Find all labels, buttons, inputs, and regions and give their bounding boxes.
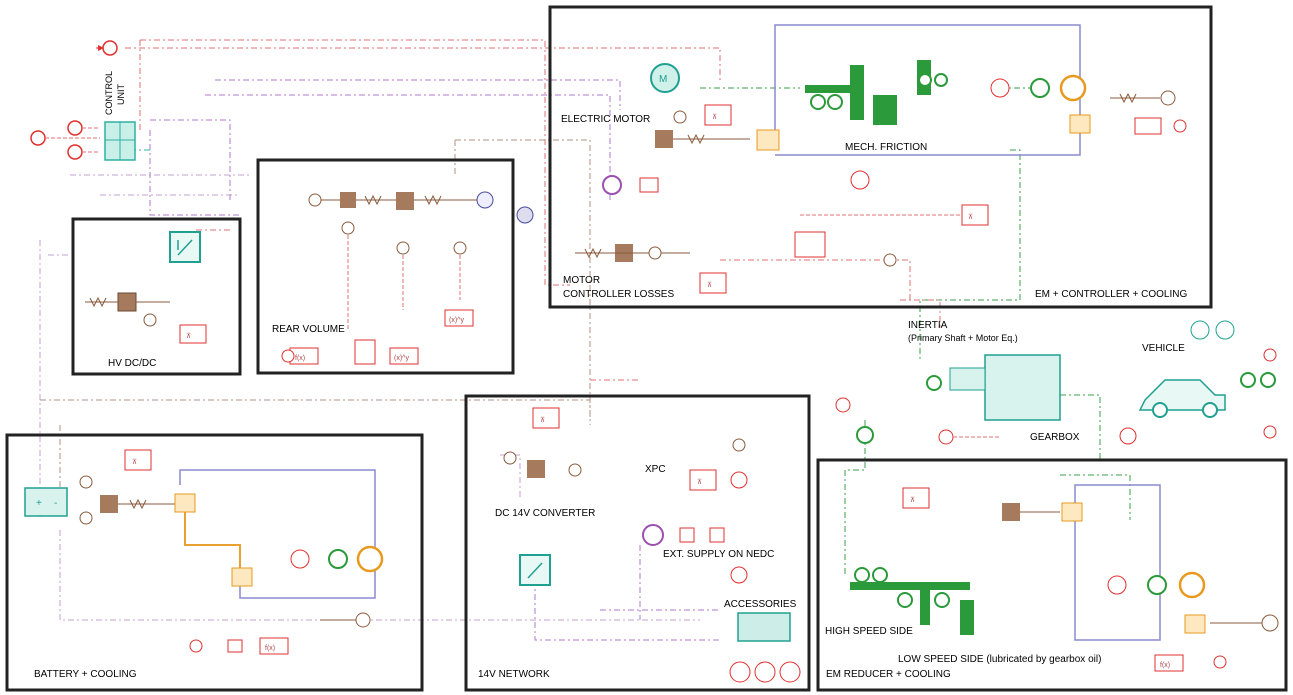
connection-lines <box>40 40 1220 640</box>
box-14v-network <box>466 396 809 690</box>
label-accessories: ACCESSORIES <box>724 599 797 610</box>
label-mech-friction: MECH. FRICTION <box>845 142 927 153</box>
label-low-speed-side: LOW SPEED SIDE (lubricated by gearbox oi… <box>898 654 1101 665</box>
label-dc-14v-converter: DC 14V CONVERTER <box>495 508 595 519</box>
svg-text:⊼: ⊼ <box>697 478 702 486</box>
label-motor-controller-1: MOTOR <box>563 275 600 286</box>
pump-icon <box>477 192 493 208</box>
svg-text:⊼: ⊼ <box>186 332 191 340</box>
label-14v-network: 14V NETWORK <box>478 669 550 680</box>
gearbox-icon <box>985 355 1060 420</box>
gain-icon <box>962 205 988 225</box>
label-ext-supply: EXT. SUPPLY ON NEDC <box>663 549 774 560</box>
svg-text:⊼: ⊼ <box>910 496 915 504</box>
svg-text:+: + <box>36 498 42 509</box>
label-control-unit-1: CONTROL <box>104 71 114 115</box>
heat-exchanger-icon <box>100 495 118 513</box>
svg-text:-: - <box>54 498 57 509</box>
gain-icon <box>705 105 731 125</box>
label-em-reducer-cooling: EM REDUCER + COOLING <box>826 669 951 680</box>
svg-text:f(x): f(x) <box>265 645 275 652</box>
label-xpc: XPC <box>645 464 666 475</box>
label-em-controller-cooling: EM + CONTROLLER + COOLING <box>1035 289 1187 300</box>
label-electric-motor: ELECTRIC MOTOR <box>561 114 650 125</box>
box-em-controller-cooling <box>550 7 1211 307</box>
svg-text:M: M <box>659 74 667 85</box>
em-controller-components: M ⊼ ⊼ ⊼ <box>575 60 1186 293</box>
source-icon <box>31 131 45 145</box>
svg-text:⊼: ⊼ <box>540 416 545 424</box>
svg-text:f(x): f(x) <box>295 355 305 362</box>
label-high-speed-side: HIGH SPEED SIDE <box>825 626 913 637</box>
svg-text:⊼: ⊼ <box>132 458 137 466</box>
label-motor-controller-2: CONTROLLER LOSSES <box>563 289 674 300</box>
svg-text:(x)^y: (x)^y <box>394 355 409 362</box>
group-boxes <box>7 7 1286 690</box>
gain-icon <box>690 470 716 490</box>
heat-exchanger-icon <box>340 192 356 208</box>
label-gearbox: GEARBOX <box>1030 432 1080 443</box>
svg-text:⊼: ⊼ <box>707 281 712 289</box>
label-hv-dcdc: HV DC/DC <box>108 358 156 369</box>
svg-text:(x)^y: (x)^y <box>449 317 464 324</box>
gain-icon <box>533 408 559 428</box>
box-rear-volume <box>258 160 513 373</box>
label-inertia-1: INERTIA <box>908 320 948 331</box>
source-icon <box>68 121 82 135</box>
svg-text:f(x): f(x) <box>1160 662 1170 669</box>
network-14v-components: ⊼ ⊼ <box>504 408 800 682</box>
source-icon <box>68 145 82 159</box>
battery-icon <box>25 488 67 516</box>
gain-icon <box>125 450 151 470</box>
battery-components: + - ⊼ f(x) <box>25 450 382 654</box>
heat-exchanger-icon <box>118 293 136 311</box>
heat-exchanger-icon <box>1002 503 1020 521</box>
em-reducer-components: ⊼ f(x) <box>850 488 1278 671</box>
hv-dcdc-components: ⊼ <box>85 232 206 343</box>
heat-exchanger-icon <box>527 460 545 478</box>
rear-volume-components: f(x) (x)^y (x)^y <box>282 192 533 364</box>
source-icon <box>103 41 117 55</box>
drivetrain-components <box>836 321 1276 444</box>
vehicle-icon <box>1140 380 1225 417</box>
gain-icon <box>700 273 726 293</box>
label-inertia-2: (Primary Shaft + Motor Eq.) <box>908 333 1018 343</box>
gain-icon <box>180 325 206 343</box>
gear-icon <box>805 60 931 125</box>
svg-text:⊼: ⊼ <box>712 113 717 121</box>
svg-text:⊼: ⊼ <box>968 213 973 221</box>
label-rear-volume: REAR VOLUME <box>272 324 345 335</box>
gain-icon <box>903 488 929 508</box>
label-battery-cooling: BATTERY + COOLING <box>34 669 137 680</box>
label-vehicle: VEHICLE <box>1142 343 1185 354</box>
heat-exchanger-icon <box>396 192 414 210</box>
label-control-unit-2: UNIT <box>116 84 126 105</box>
heat-exchanger-icon <box>655 130 673 148</box>
box-hv-dcdc <box>73 219 240 374</box>
